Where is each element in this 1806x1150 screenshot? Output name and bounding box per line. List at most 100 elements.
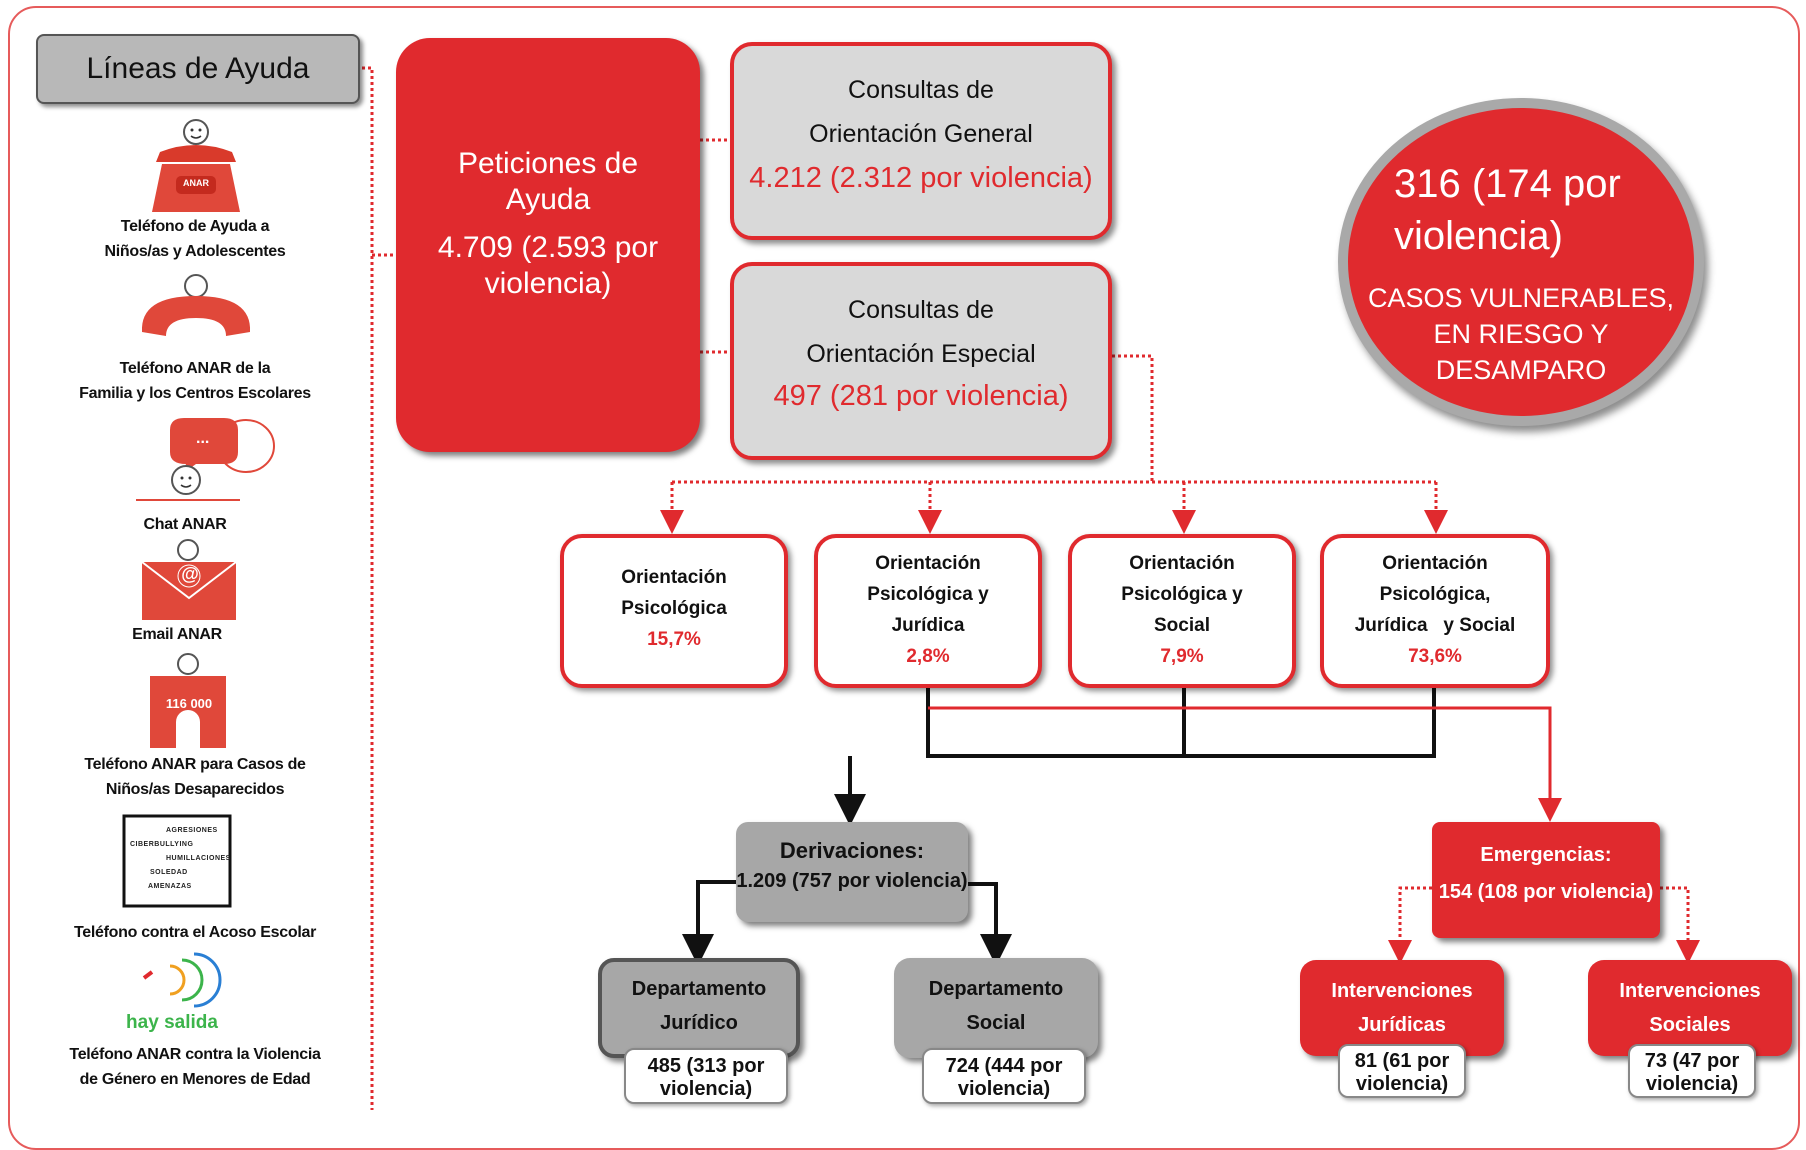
value-line: violencia)	[1645, 1073, 1739, 1095]
department-legal-value: 485 (313 por violencia)	[624, 1048, 788, 1104]
title-line: Intervenciones	[1331, 980, 1473, 1002]
special-consultations-value: 497 (281 por violencia)	[773, 380, 1069, 412]
vulnerable-cases-value: 316 (174 por violencia)	[1348, 158, 1694, 262]
hay-salida-logo-text: hay salida	[126, 1012, 218, 1033]
label-line: EN RIESGO Y	[1433, 319, 1609, 349]
helpline-bracket	[362, 66, 396, 1110]
chat-bubble-dots: ...	[196, 430, 210, 447]
interventions-social: Intervenciones Sociales	[1588, 960, 1792, 1056]
title-line: Orientación Especial	[806, 340, 1036, 368]
value-line: violencia)	[484, 267, 612, 300]
value-line: 4.709 (2.593 por	[437, 231, 659, 264]
helpline-label-gender-violence: Teléfono ANAR contra la Violencia de Gén…	[20, 1042, 370, 1092]
label-line: Niños/as Desaparecidos	[105, 781, 285, 798]
intervention-links	[1388, 886, 1700, 964]
helpline-label-missing: Teléfono ANAR para Casos de Niños/as Des…	[20, 752, 370, 802]
title-line: Consultas de	[848, 76, 994, 104]
value-line: violencia)	[957, 1078, 1051, 1100]
helpline-label-email: Email ANAR	[132, 626, 222, 643]
label-line: Teléfono ANAR contra la Violencia	[69, 1046, 321, 1063]
interventions-legal-value: 81 (61 por violencia)	[1338, 1044, 1466, 1098]
label-line: Teléfono ANAR de la	[119, 360, 271, 377]
interventions-social-value: 73 (47 por violencia)	[1628, 1044, 1756, 1098]
orientation-line: Orientación	[1382, 553, 1488, 574]
department-social-value: 724 (444 por violencia)	[922, 1048, 1086, 1104]
derivation-links	[682, 688, 1436, 966]
helplines-title: Líneas de Ayuda	[36, 34, 360, 104]
title-line: Departamento	[928, 978, 1064, 1000]
orientation-line: Psicológica,	[1379, 584, 1491, 605]
title-line: Jurídico	[660, 1012, 738, 1034]
help-requests-box: Peticiones de Ayuda 4.709 (2.593 por vio…	[396, 38, 700, 452]
orientation-percentage: 2,8%	[906, 646, 950, 667]
interventions-legal: Intervenciones Jurídicas	[1300, 960, 1504, 1056]
value-line: 73 (47 por	[1644, 1050, 1740, 1072]
orientation-line: Psicológica	[621, 598, 727, 619]
orientation-branches	[660, 354, 1448, 534]
label-line: Teléfono ANAR para Casos de	[84, 756, 306, 773]
title-line: Jurídicas	[1358, 1014, 1446, 1036]
request-links	[700, 138, 730, 354]
puzzle-number: 116 000	[165, 696, 213, 711]
help-requests-title: Peticiones de Ayuda	[396, 146, 700, 218]
derivations-box: Derivaciones: 1.209 (757 por violencia)	[736, 822, 968, 922]
value-line: 316 (174 por	[1394, 162, 1621, 206]
title-line: Peticiones de	[457, 147, 639, 180]
title-line: Sociales	[1649, 1014, 1731, 1036]
helpline-label-chat: Chat ANAR	[143, 516, 227, 533]
connector-layer	[362, 66, 1700, 1110]
special-consultations-box: Consultas de Orientación Especial 497 (2…	[730, 262, 1112, 460]
orientation-line: Psicológica y	[1121, 584, 1243, 605]
label-line: Teléfono de Ayuda a	[120, 218, 270, 235]
phone-badge: ANAR	[183, 178, 209, 188]
orientation-line: Orientación	[621, 567, 727, 588]
orientation-line: Jurídica y Social	[1354, 615, 1516, 636]
emergencies-value: 154 (108 por violencia)	[1438, 881, 1654, 903]
value-line: 81 (61 por	[1354, 1050, 1450, 1072]
orientation-line: Jurídica	[891, 615, 965, 636]
department-legal: Departamento Jurídico	[598, 958, 800, 1058]
orientation-percentage: 73,6%	[1408, 646, 1462, 667]
label-line: DESAMPARO	[1435, 355, 1607, 385]
title-line: Intervenciones	[1619, 980, 1761, 1002]
general-consultations-title: Consultas de Orientación General	[734, 68, 1108, 156]
orientation-psychological-legal: Orientación Psicológica y Jurídica 2,8%	[814, 534, 1042, 688]
emergency-links	[928, 706, 1562, 822]
acronym-word: CIBERBULLYING	[130, 841, 194, 848]
orientation-line: Orientación	[875, 553, 981, 574]
helpline-label-children: Teléfono de Ayuda a Niños/as y Adolescen…	[20, 214, 370, 264]
orientation-psychological-legal-social: Orientación Psicológica, Jurídica y Soci…	[1320, 534, 1550, 688]
vulnerable-cases-label: CASOS VULNERABLES, EN RIESGO Y DESAMPARO	[1348, 280, 1694, 388]
orientation-line: Psicológica y	[867, 584, 989, 605]
title-line: Departamento	[631, 978, 767, 1000]
label-line: Niños/as y Adolescentes	[104, 243, 286, 260]
label-line: de Género en Menores de Edad	[79, 1071, 311, 1088]
value-line: 485 (313 por	[647, 1055, 765, 1077]
emergencies-box: Emergencias: 154 (108 por violencia)	[1432, 822, 1660, 938]
helpline-label-bullying: Teléfono contra el Acoso Escolar	[73, 924, 317, 941]
emergencies-title: Emergencias:	[1480, 844, 1612, 866]
derivations-value: 1.209 (757 por violencia)	[736, 870, 968, 892]
department-social: Departamento Social	[894, 958, 1098, 1058]
general-consultations-value: 4.212 (2.312 por violencia)	[749, 162, 1093, 194]
orientation-psychological: Orientación Psicológica 15,7%	[560, 534, 788, 688]
label-line: CASOS VULNERABLES,	[1367, 283, 1675, 313]
vulnerable-cases-circle: 316 (174 por violencia) CASOS VULNERABLE…	[1338, 98, 1704, 426]
label-line: Familia y los Centros Escolares	[79, 385, 311, 402]
value-line: 724 (444 por	[945, 1055, 1063, 1077]
orientation-percentage: 15,7%	[647, 629, 701, 650]
title-line: Social	[966, 1012, 1026, 1034]
value-line: violencia)	[1394, 214, 1563, 258]
acronym-word: SOLEDAD	[150, 869, 188, 876]
acronym-word: HUMILLACIONES	[166, 855, 231, 862]
acronym-list: AGRESIONES CIBERBULLYING HUMILLACIONES S…	[130, 824, 231, 894]
value-line: violencia)	[1355, 1073, 1449, 1095]
title-line: Ayuda	[505, 183, 591, 216]
orientation-percentage: 7,9%	[1160, 646, 1204, 667]
title-line: Orientación General	[809, 120, 1033, 148]
acronym-word: AGRESIONES	[166, 827, 218, 834]
orientation-line: Orientación	[1129, 553, 1235, 574]
title-line: Consultas de	[848, 296, 994, 324]
orientation-line: Social	[1154, 615, 1210, 636]
helpline-label-family: Teléfono ANAR de la Familia y los Centro…	[20, 356, 370, 406]
